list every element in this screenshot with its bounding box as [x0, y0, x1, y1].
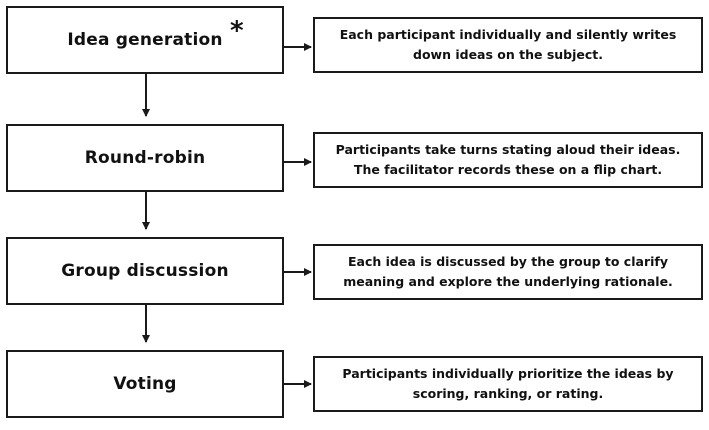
- step-box-round-robin: Round-robin: [6, 124, 284, 192]
- step-box-idea-generation: Idea generation *: [6, 6, 284, 74]
- step-description: Each idea is discussed by the group to c…: [343, 254, 673, 289]
- description-box-round-robin: Participants take turns stating aloud th…: [313, 132, 703, 188]
- description-box-group-discussion: Each idea is discussed by the group to c…: [313, 244, 703, 300]
- step-box-group-discussion: Group discussion: [6, 237, 284, 305]
- step-title: Idea generation: [67, 30, 223, 50]
- description-box-voting: Participants individually prioritize the…: [313, 356, 703, 412]
- asterisk-marker: *: [230, 16, 244, 46]
- description-box-idea-generation: Each participant individually and silent…: [313, 17, 703, 73]
- step-description: Participants take turns stating aloud th…: [335, 142, 681, 177]
- step-title: Round-robin: [84, 148, 206, 168]
- step-box-voting: Voting: [6, 350, 284, 418]
- step-description: Participants individually prioritize the…: [342, 366, 674, 401]
- step-title: Group discussion: [61, 261, 229, 281]
- step-title: Voting: [113, 374, 177, 394]
- step-description: Each participant individually and silent…: [339, 27, 677, 62]
